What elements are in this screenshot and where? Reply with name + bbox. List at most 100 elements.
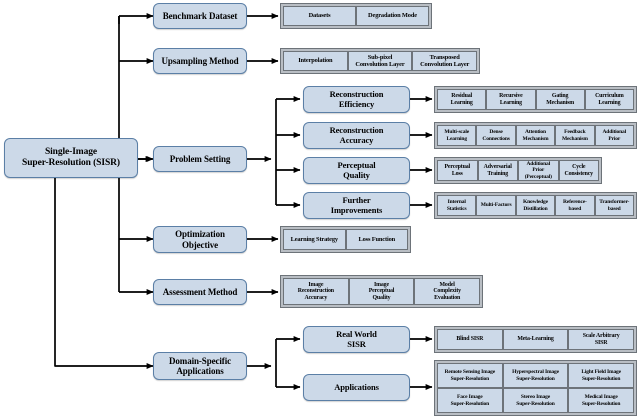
- cell-label: Additional Prior (Perceptual): [524, 161, 552, 180]
- panel-reconstruction-accuracy-cells: Multi-scale Learning Dense Connections A…: [434, 122, 637, 149]
- node-assessment-method-label: Assessment Method: [162, 286, 238, 297]
- cell-label: Transposed Convolution Layer: [420, 53, 470, 68]
- cell-dense-connections[interactable]: Dense Connections: [476, 125, 516, 146]
- cell-label: Stereo Image Super-Resolution: [516, 394, 555, 407]
- cell-label: Multi-Factors: [480, 202, 512, 209]
- cell-multi-factors[interactable]: Multi-Factors: [476, 195, 516, 216]
- cell-stereo-image-sr[interactable]: Stereo Image Super-Resolution: [502, 388, 569, 413]
- cell-label: Loss Function: [358, 235, 396, 243]
- node-perceptual-quality-label: Perceptual Quality: [337, 159, 376, 180]
- cell-learning-strategy[interactable]: Learning Strategy: [283, 229, 346, 250]
- node-further-improvements-label: Further Improvements: [330, 194, 383, 215]
- cell-transformer-based[interactable]: Transformer- based: [594, 195, 634, 216]
- cell-label: Attention Mechanism: [522, 129, 549, 142]
- node-problem-setting[interactable]: Problem Setting: [153, 146, 247, 172]
- node-reconstruction-accuracy[interactable]: Reconstruction Accuracy: [303, 122, 410, 149]
- panel-applications-cells: Remote Sensing Image Super-Resolution Hy…: [434, 360, 637, 416]
- cell-label: Scale Arbitrary SISR: [582, 333, 620, 346]
- cell-reference-based[interactable]: Reference- based: [555, 195, 595, 216]
- cell-curriculum-learning[interactable]: Curriculum Learning: [584, 89, 634, 110]
- cell-hyperspectral-image-sr[interactable]: Hyperspectral Image Super-Resolution: [502, 363, 569, 388]
- cell-blind-sisr[interactable]: Blind SISR: [437, 329, 503, 350]
- cell-adversarial-training[interactable]: Adversarial Training: [477, 160, 518, 181]
- cell-knowledge-distillation[interactable]: Knowledge Distillation: [515, 195, 556, 216]
- cell-label: Gating Mechanism: [546, 93, 575, 106]
- cell-label: Transformer- based: [599, 199, 630, 212]
- cell-label: Sub-pixel Convolution Layer: [355, 53, 405, 68]
- cell-scale-arbitrary-sisr[interactable]: Scale Arbitrary SISR: [568, 329, 634, 350]
- node-optimization-objective-label: Optimization Objective: [175, 229, 225, 250]
- cell-image-reconstruction-accuracy[interactable]: Image Reconstruction Accuracy: [283, 278, 349, 305]
- node-reconstruction-efficiency[interactable]: Reconstruction Efficiency: [303, 86, 410, 113]
- root-node-sisr[interactable]: Single-Image Super-Resolution (SISR): [4, 138, 138, 178]
- cell-gating-mechanism[interactable]: Gating Mechanism: [535, 89, 585, 110]
- cell-label: Recursive Learning: [499, 93, 523, 106]
- cell-multi-scale-learning[interactable]: Multi-scale Learning: [437, 125, 477, 146]
- node-further-improvements[interactable]: Further Improvements: [303, 192, 410, 219]
- cell-perceptual-loss[interactable]: Perceptual Loss: [437, 160, 478, 181]
- cell-label: Light Field Image Super-Resolution: [581, 369, 621, 382]
- cell-label: Dense Connections: [482, 129, 510, 142]
- node-reconstruction-efficiency-label: Reconstruction Efficiency: [329, 88, 384, 109]
- cell-label: Face Image Super-Resolution: [450, 394, 490, 407]
- cell-meta-learning[interactable]: Meta-Learning: [502, 329, 569, 350]
- cell-interpolation[interactable]: Interpolation: [283, 51, 348, 71]
- cell-additional-prior-perceptual[interactable]: Additional Prior (Perceptual): [518, 160, 559, 181]
- panel-assessment-cells: Image Reconstruction Accuracy Image Perc…: [280, 275, 483, 308]
- cell-light-field-image-sr[interactable]: Light Field Image Super-Resolution: [568, 363, 634, 388]
- cell-cycle-consistency[interactable]: Cycle Consistency: [558, 160, 599, 181]
- root-label-line2: Super-Resolution (SISR): [22, 158, 120, 168]
- cell-model-complexity-evaluation[interactable]: Model Complexity Evaluation: [414, 278, 480, 305]
- panel-perceptual-quality-cells: Perceptual Loss Adversarial Training Add…: [434, 157, 602, 184]
- node-perceptual-quality[interactable]: Perceptual Quality: [303, 157, 410, 184]
- cell-datasets[interactable]: Datasets: [283, 6, 356, 26]
- node-domain-specific-applications[interactable]: Domain-Specific Applications: [153, 352, 247, 380]
- cell-label: Learning Strategy: [290, 235, 338, 243]
- cell-additional-prior[interactable]: Additional Prior: [594, 125, 634, 146]
- cell-remote-sensing-image-sr[interactable]: Remote Sensing Image Super-Resolution: [437, 363, 503, 388]
- node-benchmark-dataset[interactable]: Benchmark Dataset: [153, 3, 247, 29]
- cell-feedback-mechanism[interactable]: Feedback Mechanism: [555, 125, 595, 146]
- panel-upsampling-cells: Interpolation Sub-pixel Convolution Laye…: [280, 48, 480, 74]
- node-real-world-sisr[interactable]: Real World SISR: [303, 326, 410, 353]
- cell-label: Adversarial Training: [483, 164, 512, 177]
- cell-label: Additional Prior: [602, 129, 627, 142]
- cell-label: Image Perceptual Quality: [368, 281, 395, 301]
- node-optimization-objective[interactable]: Optimization Objective: [153, 226, 247, 253]
- cell-recursive-learning[interactable]: Recursive Learning: [486, 89, 536, 110]
- cell-label: Meta-Learning: [517, 336, 554, 343]
- panel-real-world-sisr-cells: Blind SISR Meta-Learning Scale Arbitrary…: [434, 326, 637, 353]
- cell-transposed-convolution-layer[interactable]: Transposed Convolution Layer: [412, 51, 477, 71]
- cell-label: Residual Learning: [450, 93, 473, 106]
- cell-label: Hyperspectral Image Super-Resolution: [512, 369, 559, 382]
- cell-face-image-sr[interactable]: Face Image Super-Resolution: [437, 388, 503, 413]
- node-domain-specific-applications-label: Domain-Specific Applications: [169, 355, 231, 376]
- cell-label: Remote Sensing Image Super-Resolution: [444, 369, 496, 382]
- cell-label: Image Reconstruction Accuracy: [297, 281, 334, 301]
- node-problem-setting-label: Problem Setting: [169, 153, 231, 164]
- node-upsampling-method[interactable]: Upsampling Method: [153, 48, 247, 74]
- cell-label: Multi-scale Learning: [444, 129, 469, 142]
- panel-benchmark-cells: Datasets Degradation Mode: [280, 3, 432, 29]
- cell-label: Degradation Mode: [368, 12, 417, 20]
- cell-label: Curriculum Learning: [595, 93, 624, 106]
- cell-image-perceptual-quality[interactable]: Image Perceptual Quality: [348, 278, 415, 305]
- node-upsampling-method-label: Upsampling Method: [161, 55, 239, 66]
- cell-loss-function[interactable]: Loss Function: [345, 229, 408, 250]
- node-assessment-method[interactable]: Assessment Method: [153, 279, 247, 305]
- cell-label: Reference- based: [562, 199, 587, 212]
- cell-label: Internal Statistics: [446, 199, 467, 212]
- cell-internal-statistics[interactable]: Internal Statistics: [437, 195, 477, 216]
- cell-label: Interpolation: [298, 57, 333, 65]
- cell-label: Model Complexity Evaluation: [433, 281, 461, 301]
- node-benchmark-dataset-label: Benchmark Dataset: [162, 10, 238, 21]
- cell-residual-learning[interactable]: Residual Learning: [437, 89, 487, 110]
- cell-subpixel-convolution-layer[interactable]: Sub-pixel Convolution Layer: [347, 51, 413, 71]
- cell-degradation-mode[interactable]: Degradation Mode: [356, 6, 429, 26]
- cell-label: Blind SISR: [456, 336, 484, 343]
- cell-attention-mechanism[interactable]: Attention Mechanism: [515, 125, 556, 146]
- cell-medical-image-sr[interactable]: Medical Image Super-Resolution: [568, 388, 634, 413]
- cell-label: Knowledge Distillation: [523, 199, 548, 212]
- node-applications[interactable]: Applications: [303, 374, 410, 401]
